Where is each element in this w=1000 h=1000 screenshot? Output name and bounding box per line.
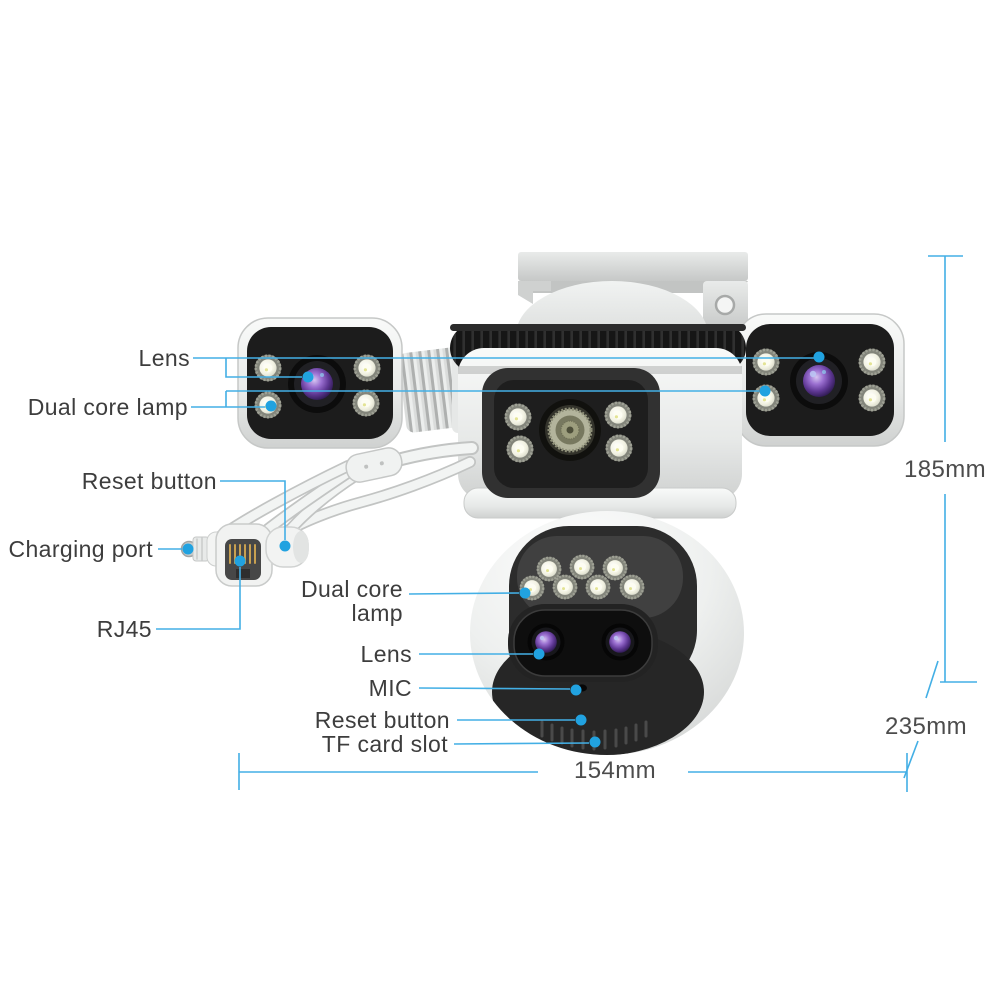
label-dual-core-lamp-center-line2: lamp [351,600,403,626]
left-camera-lens [288,355,346,413]
ball-led [568,553,596,581]
leader-tf-card-slot [453,742,590,745]
leader-mic [418,687,571,690]
label-dual-core-lamp-left: Dual core lamp [27,394,188,420]
leader-dots [182,351,825,748]
bracket-screw-hole [714,294,736,316]
ball-led [601,554,629,582]
leader-reset-button-left [220,480,286,540]
dimension-lines [238,255,977,792]
right-bullet-camera [720,313,905,447]
head-led [603,400,633,430]
dimension-line-154mm [238,753,908,792]
cable-splitter [345,447,403,483]
leader-lines [156,357,814,745]
dimension-width-154mm: 154mm [573,757,657,784]
rj45-connector [215,523,273,587]
ball-lens-left [527,623,565,661]
cable-harness [180,441,479,587]
head-main-lens [537,397,603,463]
label-dual-core-lamp-center-line1: Dual core [300,576,403,602]
label-reset-button-left: Reset button [81,468,217,494]
head-led [604,433,634,463]
label-charging-port: Charging port [8,536,153,562]
left-bullet-camera [237,317,468,449]
ball-lens-right [601,623,639,661]
right-camera-led [857,347,887,377]
dimension-line-185mm [925,255,977,699]
label-tf-card-slot: TF card slot [321,731,448,757]
label-lens-left: Lens [138,345,190,371]
leader-lamp-to-left-camera [191,391,265,408]
head-led [503,402,533,432]
right-camera-led [751,347,781,377]
leader-rj45 [156,567,241,630]
left-camera-led [351,388,381,418]
left-camera-arm [398,347,466,433]
dimension-height-185mm: 185mm [903,456,987,483]
label-rj45: RJ45 [96,616,152,642]
right-camera-led [857,383,887,413]
mounting-bracket [518,252,748,331]
label-reset-button-center: Reset button [314,707,450,733]
ball-led [618,573,646,601]
leader-dual-core-lamp-center [408,592,520,595]
ball-led [551,573,579,601]
ptz-ball-camera [470,511,744,755]
leader-lens-to-left-camera [225,358,302,378]
head-led [505,434,535,464]
main-camera-head [458,348,742,519]
ball-led [584,573,612,601]
label-lens-center: Lens [360,641,412,667]
dimension-depth-235mm: 235mm [884,713,968,740]
label-mic: MIC [368,675,412,701]
label-dual-core-lamp-center: Dual core lamp [301,577,403,625]
